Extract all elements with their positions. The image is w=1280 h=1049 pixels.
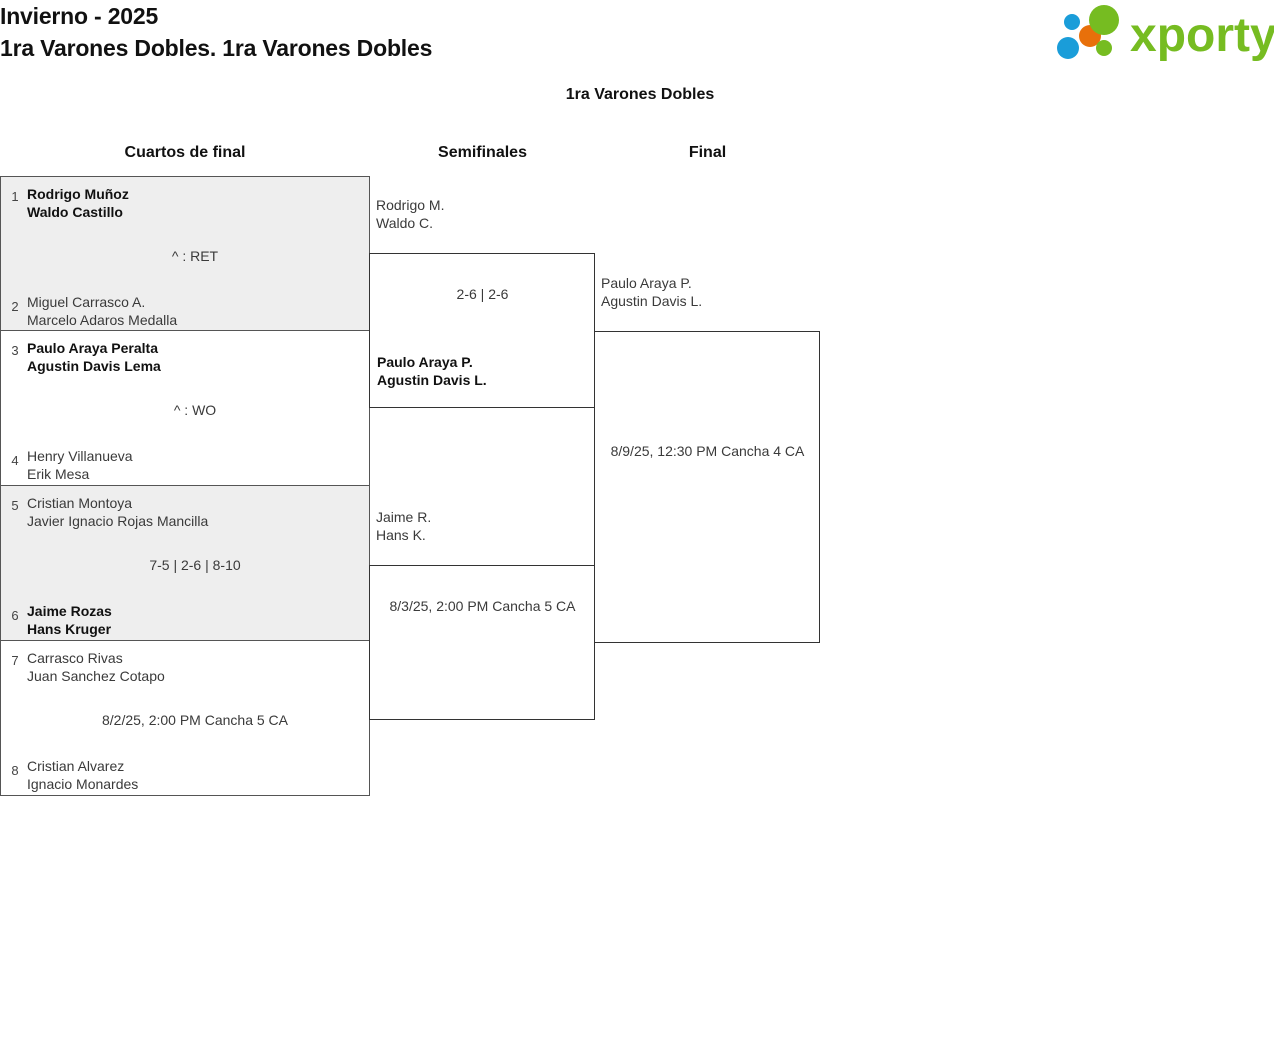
round-header-final: Final (688, 144, 727, 161)
bracket-area: 1 Rodrigo Muñoz Waldo Castillo ^ : RET 2… (0, 176, 1280, 816)
player-name: Cristian Alvarez (27, 758, 125, 774)
match-score: ^ : WO (173, 402, 217, 418)
player-name: Paulo Araya P. (601, 275, 692, 291)
player-name: Erik Mesa (27, 466, 90, 482)
seed-number: 8 (11, 763, 19, 778)
team-entry: Miguel Carrasco A. Marcelo Adaros Medall… (27, 293, 363, 329)
logo-dot-green-small (1096, 40, 1112, 56)
match-qf-1[interactable]: 1 Rodrigo Muñoz Waldo Castillo ^ : RET 2… (0, 176, 370, 331)
category-title: 1ra Varones Dobles (565, 86, 715, 103)
player-name: Waldo Castillo (27, 204, 123, 220)
match-sf-2[interactable]: 8/3/25, 2:00 PM Cancha 5 CA (369, 565, 595, 720)
logo-dot-blue-small (1064, 14, 1080, 30)
player-name: Javier Ignacio Rojas Mancilla (27, 513, 209, 529)
player-name: Paulo Araya P. (377, 354, 473, 370)
match-qf-4[interactable]: 7 Carrasco Rivas Juan Sanchez Cotapo 8/2… (0, 641, 370, 796)
team-entry: Paulo Araya P. Agustin Davis L. (377, 353, 487, 389)
player-name: Ignacio Monardes (27, 776, 139, 792)
player-name: Paulo Araya Peralta (27, 340, 158, 356)
player-name: Agustin Davis Lema (27, 358, 161, 374)
seed-number: 2 (11, 299, 19, 314)
team-entry: Jaime Rozas Hans Kruger (27, 602, 363, 638)
player-name: Agustin Davis L. (377, 372, 487, 388)
player-name: Cristian Montoya (27, 495, 133, 511)
seed-number: 1 (11, 189, 19, 204)
player-name: Marcelo Adaros Medalla (27, 312, 178, 328)
team-entry: Jaime R. Hans K. (7, 508, 431, 544)
match-schedule: 8/9/25, 12:30 PM Cancha 4 CA (610, 443, 805, 459)
match-qf-2[interactable]: 3 Paulo Araya Peralta Agustin Davis Lema… (0, 331, 370, 486)
team-entry: Henry Villanueva Erik Mesa (27, 447, 363, 483)
match-score: ^ : RET (171, 248, 219, 264)
page-title: Invierno - 2025 (0, 3, 159, 29)
player-name: Henry Villanueva (27, 448, 133, 464)
page-subtitle: 1ra Varones Dobles. 1ra Varones Dobles (0, 35, 433, 61)
team-entry: Carrasco Rivas Juan Sanchez Cotapo (27, 649, 363, 685)
team-entry: Rodrigo Muñoz Waldo Castillo (27, 185, 363, 221)
logo-dot-green-large (1089, 5, 1119, 35)
match-score: 2-6 | 2-6 (456, 286, 509, 302)
player-name: Juan Sanchez Cotapo (27, 668, 165, 684)
match-score: 7-5 | 2-6 | 8-10 (149, 557, 241, 573)
match-final[interactable]: 8/9/25, 12:30 PM Cancha 4 CA (594, 331, 820, 643)
match-schedule: 8/2/25, 2:00 PM Cancha 5 CA (102, 712, 288, 728)
match-qf-3[interactable]: 5 Cristian Montoya Javier Ignacio Rojas … (0, 486, 370, 641)
seed-number: 3 (11, 343, 19, 358)
round-header-quarterfinals: Cuartos de final (124, 144, 246, 161)
player-name: Rodrigo Muñoz (27, 186, 129, 202)
player-name: Agustin Davis L. (601, 293, 703, 309)
player-name: Jaime R. (376, 509, 432, 525)
team-entry: Paulo Araya Peralta Agustin Davis Lema (27, 339, 363, 375)
player-name: Carrasco Rivas (27, 650, 123, 666)
player-name: Rodrigo M. (376, 197, 445, 213)
round-header-semifinals: Semifinales (438, 144, 527, 161)
player-name: Jaime Rozas (27, 603, 112, 619)
player-name: Miguel Carrasco A. (27, 294, 146, 310)
logo-dot-blue-large (1057, 37, 1079, 59)
team-entry: Cristian Alvarez Ignacio Monardes (27, 757, 363, 793)
xporty-logo: xporty (1046, 4, 1274, 62)
team-entry: Rodrigo M. Waldo C. (7, 196, 444, 232)
seed-number: 5 (11, 498, 19, 513)
seed-number: 6 (11, 608, 19, 623)
team-entry: Paulo Araya P. Agustin Davis L. (601, 274, 702, 310)
team-entry: Cristian Montoya Javier Ignacio Rojas Ma… (27, 494, 363, 530)
seed-number: 7 (11, 653, 19, 668)
player-name: Waldo C. (376, 215, 434, 231)
match-schedule: 8/3/25, 2:00 PM Cancha 5 CA (389, 598, 576, 614)
seed-number: 4 (11, 453, 19, 468)
player-name: Hans K. (376, 527, 426, 543)
logo-wordmark: xporty (1130, 9, 1274, 62)
player-name: Hans Kruger (27, 621, 112, 637)
match-sf-1[interactable]: 2-6 | 2-6 Paulo Araya P. Agustin Davis L… (369, 253, 595, 408)
